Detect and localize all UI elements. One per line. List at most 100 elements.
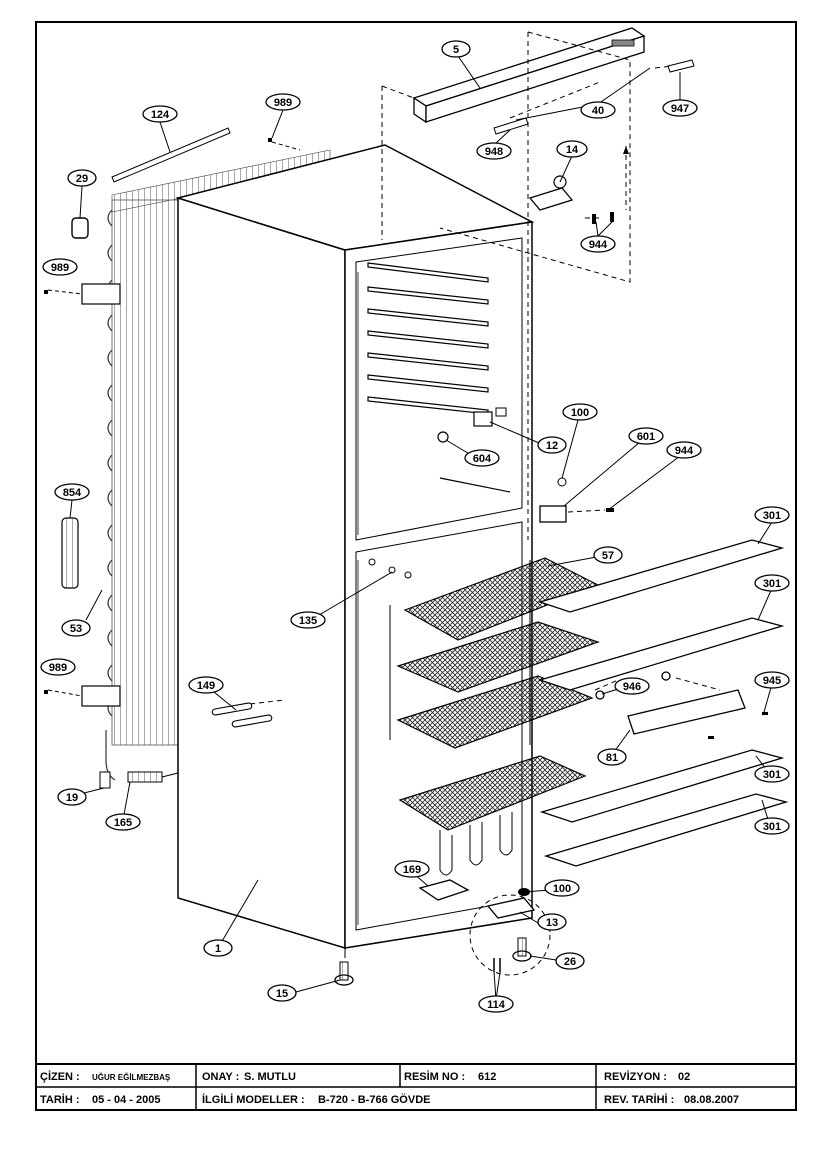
svg-text:100: 100 [553, 883, 571, 895]
svg-text:53: 53 [70, 623, 82, 635]
part-948 [493, 117, 529, 135]
callout-100-mid: 100 [562, 403, 598, 421]
callout-604: 604 [464, 449, 500, 467]
tarih-label: TARİH : [40, 1093, 80, 1106]
cabinet-body [175, 144, 535, 958]
callout-945: 945 [754, 671, 790, 689]
part-854-drain-hose [61, 517, 79, 589]
svg-text:40: 40 [592, 105, 604, 117]
svg-text:301: 301 [763, 578, 781, 590]
callout-12: 12 [537, 436, 567, 454]
callout-14: 14 [556, 140, 588, 158]
svg-text:946: 946 [623, 681, 641, 693]
part-5-top-frame [412, 27, 646, 124]
svg-text:19: 19 [66, 792, 78, 804]
part-301-door-bins [537, 539, 789, 867]
callout-946: 946 [614, 677, 650, 695]
callout-5: 5 [441, 40, 471, 58]
resim-no-label: RESİM NO : [404, 1070, 465, 1083]
sheet-frame [35, 21, 797, 1111]
onay-label: ONAY : [202, 1071, 239, 1083]
callout-13: 13 [537, 913, 567, 931]
callout-57: 57 [593, 546, 623, 564]
svg-text:29: 29 [76, 173, 88, 185]
callout-165: 165 [105, 813, 141, 831]
revizyon-value: 02 [678, 1071, 690, 1083]
svg-text:114: 114 [487, 999, 506, 1011]
part-13-bottom-hinge [486, 897, 536, 919]
screws [44, 138, 768, 739]
rev-tarihi-value: 08.08.2007 [684, 1094, 739, 1106]
part-165-spring [127, 771, 163, 783]
modeller-label: İLGİLİ MODELLER : [202, 1093, 305, 1106]
part-947 [667, 59, 695, 73]
rev-tarihi-label: REV. TARİHİ : [604, 1093, 674, 1106]
svg-text:989: 989 [49, 662, 67, 674]
callout-169: 169 [394, 860, 430, 878]
svg-text:301: 301 [763, 769, 781, 781]
coil-bracket-upper [81, 283, 121, 305]
callout-114: 114 [478, 995, 514, 1013]
svg-text:947: 947 [671, 103, 689, 115]
svg-text:854: 854 [63, 487, 82, 499]
callout-948: 948 [476, 142, 512, 160]
exploded-parts-drawing: 5 40 947 948 14 944 124 989 29 989 854 5… [35, 21, 797, 1111]
part-14-top-hinge [528, 175, 574, 211]
svg-text:945: 945 [763, 675, 781, 687]
onay-value: S. MUTLU [244, 1071, 296, 1083]
svg-text:989: 989 [274, 97, 292, 109]
svg-text:14: 14 [566, 144, 579, 156]
callout-124: 124 [142, 105, 178, 123]
svg-text:604: 604 [473, 453, 492, 465]
svg-text:989: 989 [51, 262, 69, 274]
callout-40: 40 [580, 101, 616, 119]
modeller-value: B-720 - B-766 GÖVDE [318, 1093, 430, 1106]
coil-bracket-lower [81, 685, 121, 707]
svg-text:57: 57 [602, 550, 614, 562]
callout-19: 19 [57, 788, 87, 806]
part-81-panel [627, 689, 746, 735]
part-19-connector [99, 771, 111, 789]
callout-1: 1 [203, 939, 233, 957]
part-12-thermostat [473, 411, 493, 427]
svg-text:1: 1 [215, 943, 221, 955]
callout-301-c: 301 [754, 765, 790, 783]
svg-text:301: 301 [763, 510, 781, 522]
callout-149: 149 [188, 676, 224, 694]
callout-301-a: 301 [754, 506, 790, 524]
assembly-guide-lines [249, 31, 721, 705]
callout-989-top: 989 [265, 93, 301, 111]
svg-text:165: 165 [114, 817, 132, 829]
svg-text:100: 100 [571, 407, 589, 419]
part-601-middle-hinge [539, 477, 567, 523]
cizen-label: ÇİZEN : [40, 1070, 80, 1083]
part-946-washer [595, 690, 605, 700]
tarih-value: 05 - 04 - 2005 [92, 1094, 161, 1106]
callout-854: 854 [54, 483, 90, 501]
callout-601: 601 [628, 427, 664, 445]
callout-26: 26 [555, 952, 585, 970]
callout-135: 135 [290, 611, 326, 629]
svg-text:301: 301 [763, 821, 781, 833]
revizyon-label: REVİZYON : [604, 1070, 667, 1083]
part-114-screws [493, 958, 501, 972]
callouts: 5 40 947 948 14 944 124 989 29 989 854 5… [40, 40, 790, 1013]
bottom-hinge-detail-circle [469, 894, 551, 976]
callout-100-bottom: 100 [544, 879, 580, 897]
drawing-sheet: 5 40 947 948 14 944 124 989 29 989 854 5… [34, 20, 798, 1112]
callout-15: 15 [267, 984, 297, 1002]
callout-53: 53 [61, 619, 91, 637]
part-124-strip [111, 127, 231, 183]
svg-text:601: 601 [637, 431, 655, 443]
svg-text:12: 12 [546, 440, 558, 452]
callout-301-d: 301 [754, 817, 790, 835]
svg-text:15: 15 [276, 988, 288, 1000]
callout-947: 947 [662, 99, 698, 117]
svg-text:26: 26 [564, 956, 576, 968]
lower-wire-shelves [389, 557, 600, 876]
callout-944-mid: 944 [666, 441, 702, 459]
svg-text:944: 944 [589, 239, 608, 251]
svg-text:5: 5 [453, 44, 459, 56]
svg-text:135: 135 [299, 615, 317, 627]
part-169-bracket [418, 879, 470, 901]
